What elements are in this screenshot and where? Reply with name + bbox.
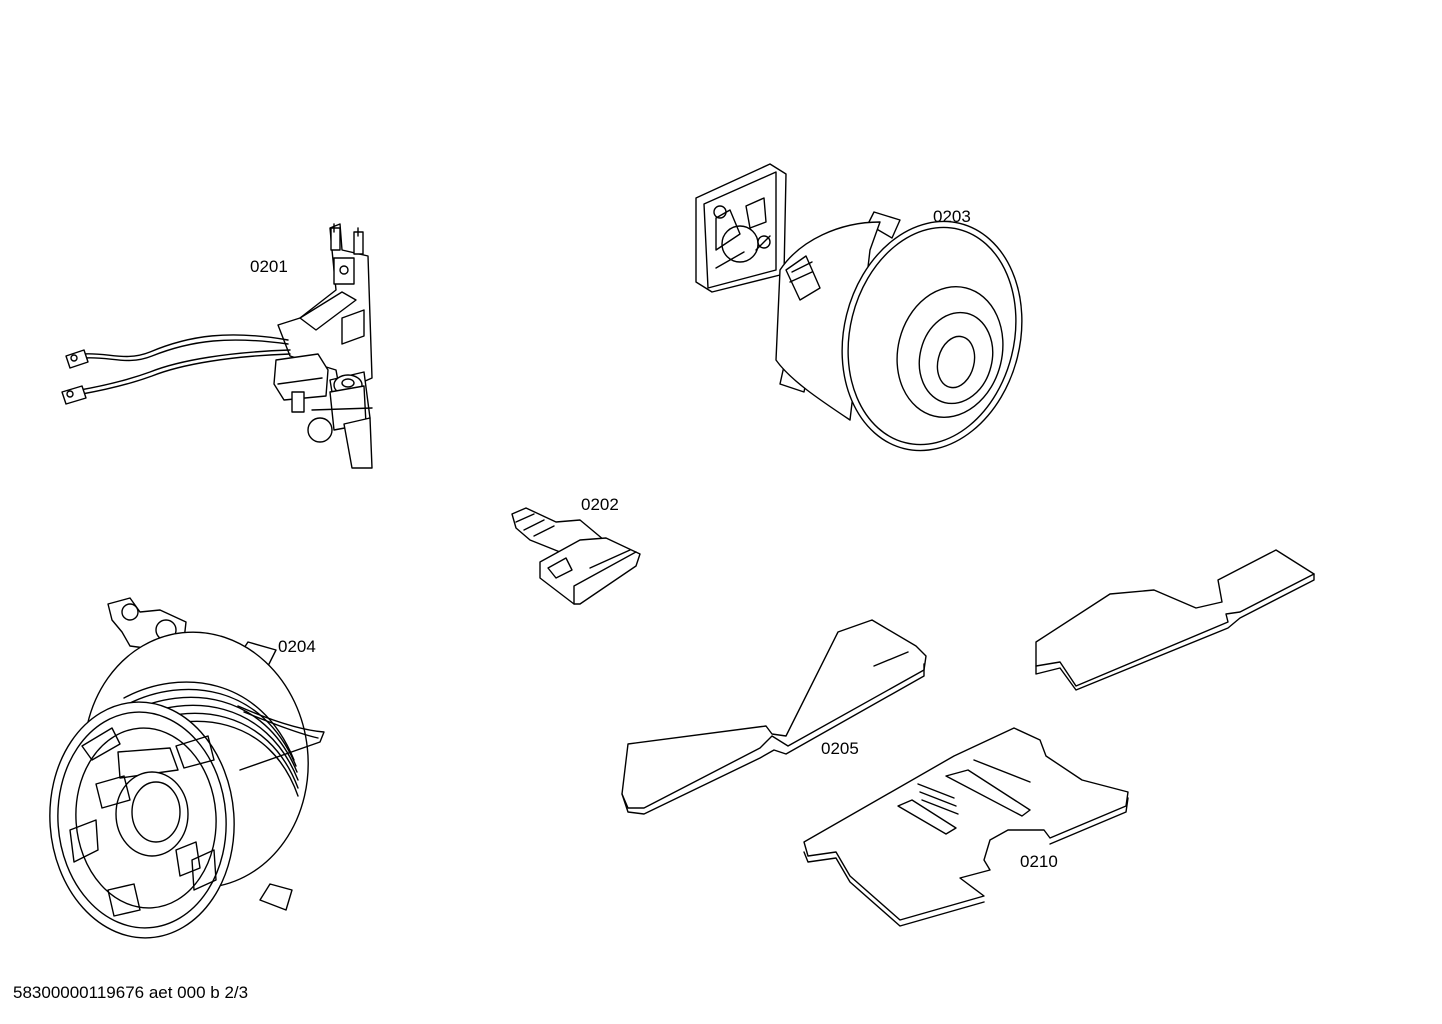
part-label-0204: 0204 — [278, 637, 316, 656]
part-label-0205: 0205 — [821, 739, 859, 758]
part-0201-switch-assembly — [61, 223, 373, 469]
part-label-0210: 0210 — [1020, 852, 1058, 871]
document-reference: 58300000119676 aet 000 b 2/3 — [13, 983, 249, 1002]
part-label-0201: 0201 — [250, 257, 288, 276]
part-0210-filter-mat-upper — [1035, 549, 1315, 691]
part-0205-foam-strip — [621, 619, 927, 815]
part-label-0202: 0202 — [581, 495, 619, 514]
part-0202-connector-clip — [511, 507, 641, 605]
part-0204-cable-reel — [49, 597, 325, 939]
part-0210-filter-mat — [803, 727, 1129, 927]
part-0203-motor — [695, 163, 1023, 452]
part-label-0203: 0203 — [933, 207, 971, 226]
